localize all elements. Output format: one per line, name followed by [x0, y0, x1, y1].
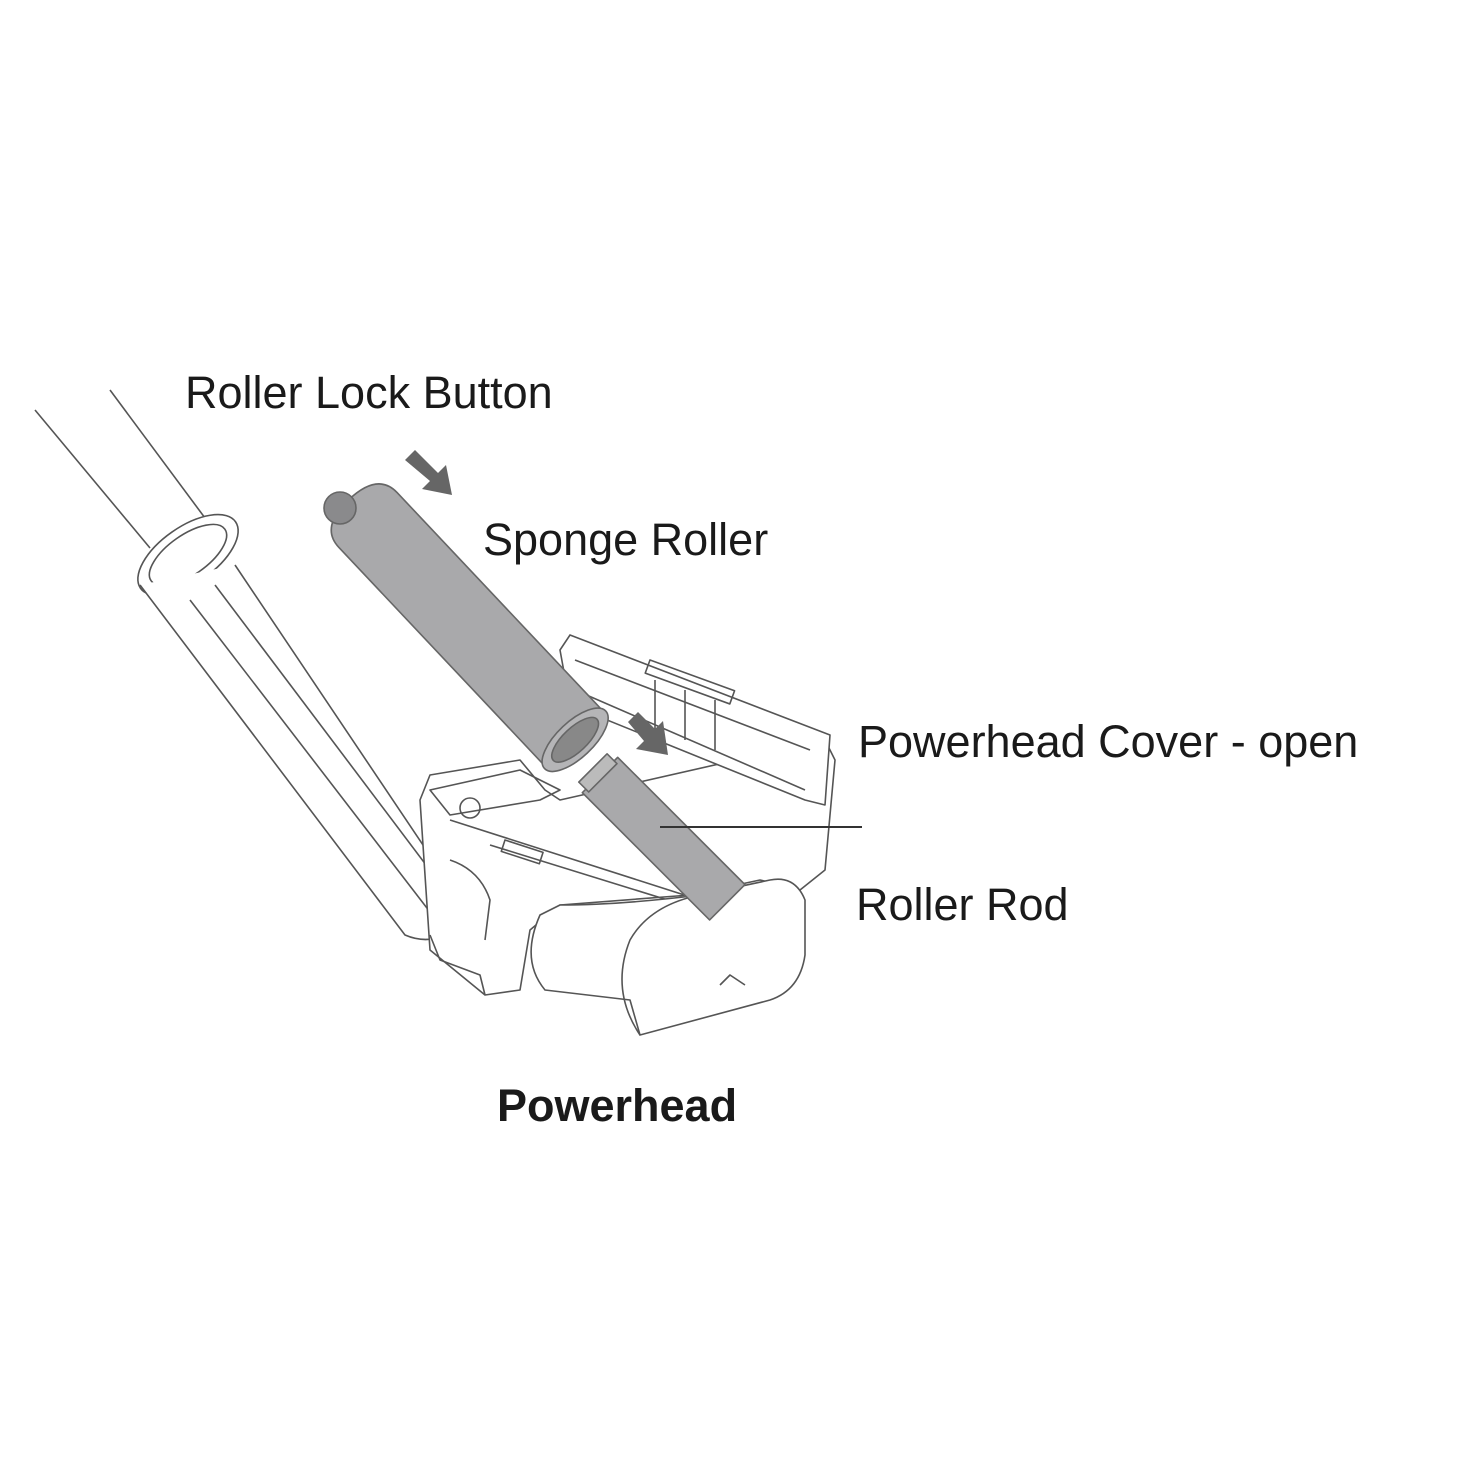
arrow-icon [405, 450, 452, 495]
label-sponge-roller: Sponge Roller [483, 514, 769, 565]
label-powerhead-cover: Powerhead Cover - open [858, 716, 1359, 767]
powerhead-body [419, 739, 836, 1036]
label-roller-rod: Roller Rod [856, 879, 1069, 930]
arrow-icon [628, 712, 668, 755]
sponge-roller [330, 483, 609, 773]
label-powerhead: Powerhead [497, 1080, 738, 1131]
label-roller-lock-button: Roller Lock Button [185, 367, 553, 418]
roller-lock-button [323, 491, 357, 525]
roller-rod [577, 752, 746, 921]
wand-tube [34, 389, 471, 941]
